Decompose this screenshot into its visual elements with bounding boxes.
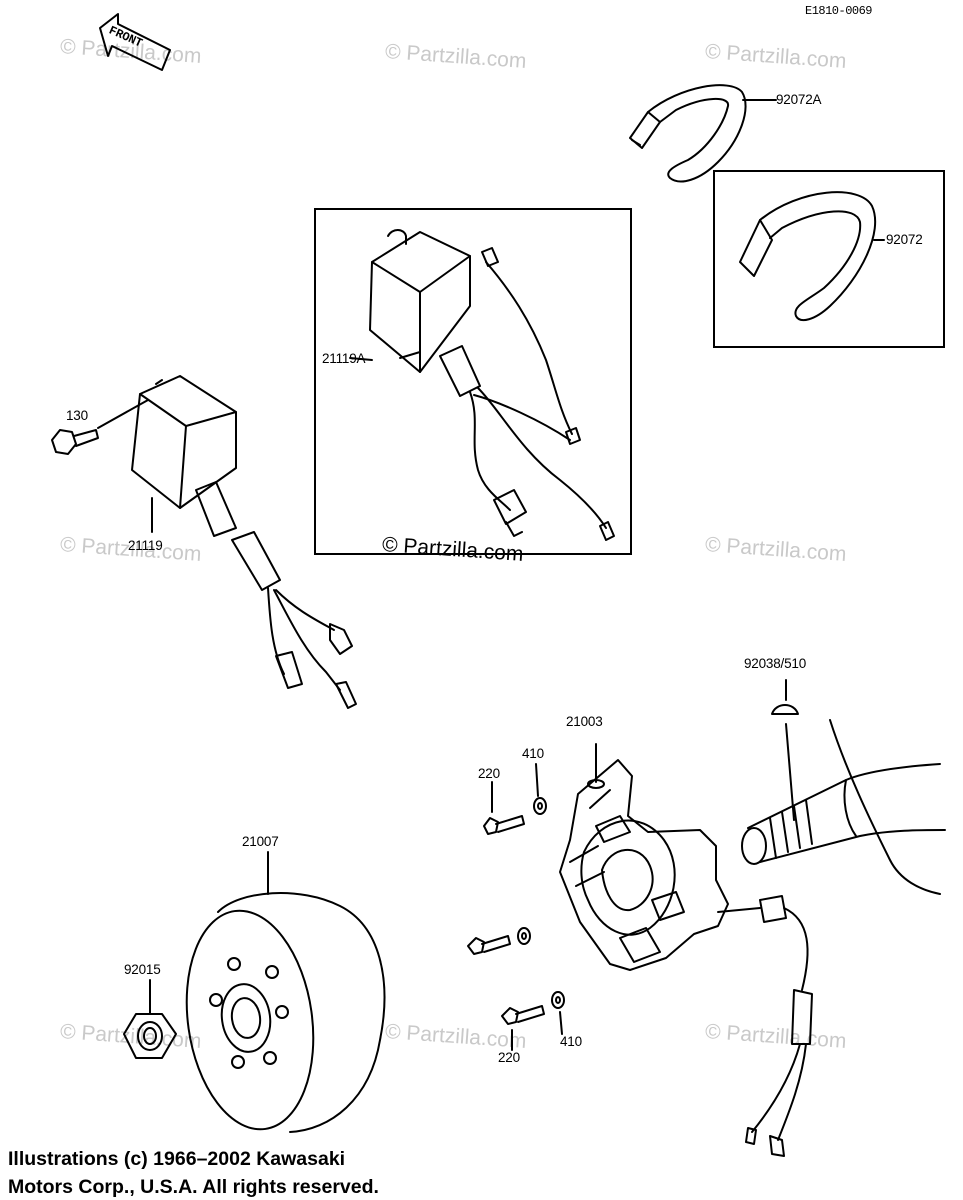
front-arrow-icon <box>99 13 171 71</box>
copyright-line-2: Motors Corp., U.S.A. All rights reserved… <box>8 1176 379 1198</box>
diagram-code: E1810-0069 <box>805 4 873 18</box>
cdi-unit-21119A <box>369 229 615 541</box>
screw-mid <box>467 935 511 955</box>
part-label-21119: 21119 <box>128 538 163 553</box>
part-label-21007: 21007 <box>242 834 279 849</box>
part-label-21003: 21003 <box>566 714 603 729</box>
screw-220-bottom <box>501 1005 545 1051</box>
part-label-21119A: 21119A <box>322 351 366 366</box>
stator-21003 <box>559 743 729 971</box>
part-label-130: 130 <box>66 408 88 423</box>
copyright-line-1: Illustrations (c) 1966–2002 Kawasaki <box>8 1148 346 1170</box>
part-label-410-bottom: 410 <box>560 1034 582 1049</box>
crankshaft <box>741 719 946 895</box>
part-label-220-bottom: 220 <box>498 1050 520 1065</box>
washer-mid <box>517 927 531 945</box>
part-label-92072: 92072 <box>886 232 923 247</box>
clamp-92072A <box>629 84 777 183</box>
flywheel-21007 <box>185 851 386 1133</box>
part-label-92038-510: 92038/510 <box>744 656 807 671</box>
clamp-92072 <box>739 191 885 322</box>
part-label-410-top: 410 <box>522 746 544 761</box>
stator-wire <box>717 895 813 1157</box>
inset-box-clamp <box>713 170 945 348</box>
screw-220-top <box>483 781 525 835</box>
nut-92015 <box>123 979 177 1059</box>
washer-410-top <box>533 763 547 815</box>
key-92038 <box>771 679 799 821</box>
cdi-unit-21119 <box>131 375 357 709</box>
inset-box-cdi-unit <box>314 208 632 555</box>
part-label-220-top: 220 <box>478 766 500 781</box>
part-label-92015: 92015 <box>124 962 161 977</box>
part-label-92072A: 92072A <box>776 92 822 107</box>
washer-410-bottom <box>551 991 565 1035</box>
